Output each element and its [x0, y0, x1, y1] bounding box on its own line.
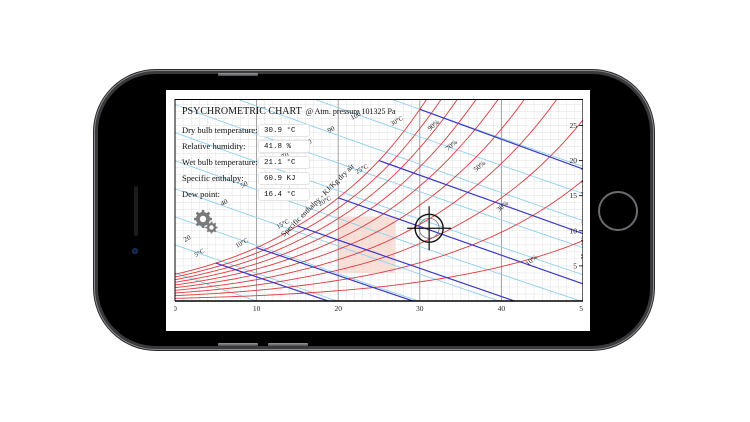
svg-text:50: 50	[239, 179, 249, 190]
svg-text:0: 0	[174, 304, 177, 311]
svg-text:90%: 90%	[426, 118, 441, 132]
svg-text:10: 10	[253, 304, 261, 311]
wet-bulb-value[interactable]: 21.1 °C	[258, 156, 310, 169]
svg-text:50: 50	[579, 304, 583, 311]
svg-text:5°C: 5°C	[194, 248, 206, 259]
gear-icon[interactable]	[192, 208, 220, 236]
readout-label: Specific enthalpy:	[182, 173, 244, 183]
readout-enthalpy: Specific enthalpy:	[182, 173, 244, 183]
home-button[interactable]	[598, 191, 638, 231]
svg-text:25°C: 25°C	[355, 163, 370, 176]
svg-text:10: 10	[570, 226, 578, 235]
relative-humidity-value[interactable]: 41.8 %	[258, 140, 310, 153]
atm-pressure-label: @ Atm. pressure 101325 Pa	[305, 107, 396, 116]
svg-text:90: 90	[326, 124, 336, 135]
svg-text:Humidity ratio - gr per kg dry: Humidity ratio - gr per kg dry air	[580, 166, 583, 259]
side-button-right[interactable]	[268, 343, 308, 346]
readout-label: Relative humidity:	[182, 141, 246, 151]
svg-text:70: 70	[280, 150, 290, 161]
svg-text:20: 20	[334, 304, 342, 311]
psychrometric-chart[interactable]: 203040507080901005°C10°C15°C20°C25°C30°C…	[174, 99, 583, 311]
svg-text:15: 15	[570, 191, 578, 200]
readout-label: Dry bulb temperature:	[182, 125, 258, 135]
svg-text:20: 20	[182, 233, 192, 244]
svg-text:25: 25	[570, 121, 578, 130]
side-button-left[interactable]	[218, 343, 258, 346]
readout-relative-humidity: Relative humidity:	[182, 141, 246, 151]
enthalpy-value[interactable]: 60.9 KJ	[258, 172, 310, 185]
svg-text:30%: 30%	[495, 199, 510, 213]
dry-bulb-value[interactable]: 30.9 °C	[258, 124, 310, 137]
title-text: PSYCHROMETRIC CHART	[182, 106, 302, 117]
svg-text:30: 30	[416, 304, 424, 311]
readout-label: Wet bulb temperature:	[182, 157, 258, 167]
svg-text:20: 20	[570, 156, 578, 165]
readout-wet-bulb: Wet bulb temperature:	[182, 157, 258, 167]
svg-text:40: 40	[498, 304, 506, 311]
readout-dry-bulb: Dry bulb temperature:	[182, 125, 258, 135]
volume-button[interactable]	[218, 73, 258, 76]
svg-text:Dry bulb temperature - °C: Dry bulb temperature - °C	[340, 310, 419, 311]
readout-dew-point: Dew point:	[182, 189, 220, 199]
crosshair-icon[interactable]	[407, 206, 452, 251]
app-screen: 203040507080901005°C10°C15°C20°C25°C30°C…	[166, 90, 590, 331]
front-camera	[132, 248, 138, 254]
dew-point-value[interactable]: 16.4 °C	[258, 188, 310, 201]
svg-text:5: 5	[573, 261, 577, 270]
speaker-grille	[134, 186, 138, 236]
svg-text:40: 40	[219, 197, 229, 208]
chart-title: PSYCHROMETRIC CHART@ Atm. pressure 10132…	[182, 106, 396, 117]
readout-label: Dew point:	[182, 189, 221, 199]
